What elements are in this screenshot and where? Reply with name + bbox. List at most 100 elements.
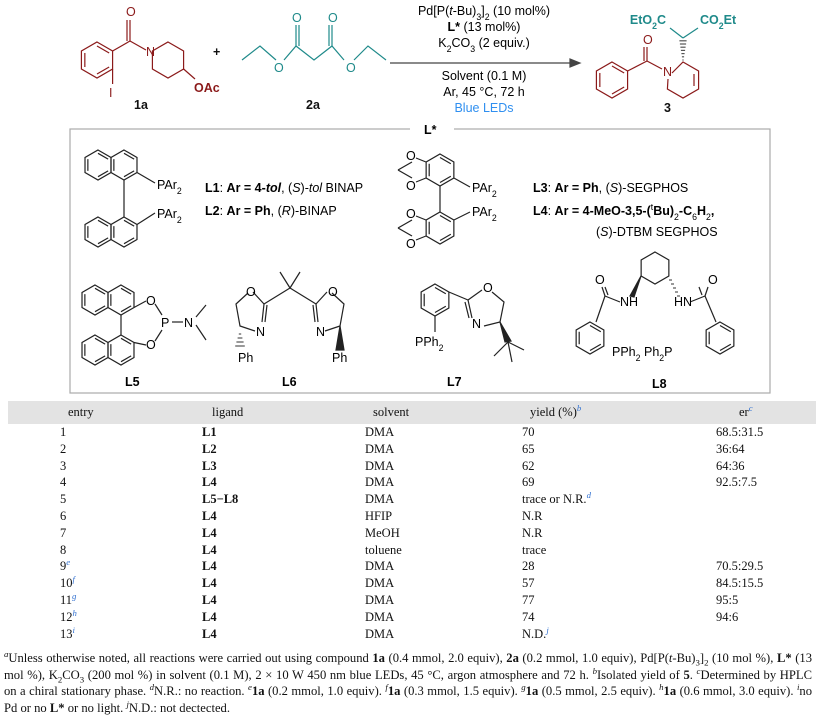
- text-segment: 2: [439, 343, 444, 353]
- ligand-label-l6: L6: [282, 375, 297, 389]
- entry-number: 7: [60, 525, 67, 540]
- atom-i: I: [109, 86, 112, 100]
- entry-number: 2: [60, 441, 67, 456]
- cell-er: 64:36: [716, 458, 745, 473]
- bond: [704, 295, 717, 323]
- benzene-ring: [420, 283, 450, 317]
- atom-o: O: [643, 33, 653, 47]
- text-segment: 2: [177, 215, 182, 225]
- text-segment: t: [651, 202, 654, 212]
- bond: [289, 287, 317, 305]
- cell-er: 94:6: [716, 609, 739, 624]
- cell-yield: trace: [522, 543, 546, 558]
- text-segment: Solvent (0.1 M): [442, 69, 527, 83]
- atom-o: O: [595, 273, 605, 287]
- naphthalene-ring: [107, 284, 135, 316]
- text-segment: L2: [205, 204, 220, 218]
- atom-o: O: [246, 285, 256, 299]
- entry-number: 3: [60, 458, 67, 473]
- benzene-ring: [425, 153, 455, 187]
- double-bond: [94, 337, 106, 345]
- cell-yield: 74: [522, 610, 535, 625]
- bond: [154, 303, 163, 316]
- table-header: entry ligand solvent yield (%)b erc: [8, 401, 816, 424]
- yield-value: 57: [522, 576, 535, 591]
- ligand-l4-description: L4: Ar = 4-MeO-3,5-(tBu)2-C6H2,: [533, 202, 714, 222]
- nh-label: NH: [620, 295, 638, 309]
- text-segment: (13 mol%): [460, 20, 520, 34]
- cell-solvent: toluene: [365, 542, 402, 557]
- text-segment: 2: [57, 674, 63, 685]
- bond: [195, 324, 207, 341]
- atom-p: P: [161, 316, 169, 330]
- cell-ligand: L1: [202, 425, 217, 439]
- text-segment: Et: [724, 13, 737, 27]
- text-segment: 3: [695, 657, 700, 668]
- bond: [627, 60, 648, 72]
- text-segment: S: [610, 181, 619, 195]
- cell-entry: 10f: [60, 574, 75, 591]
- par2-label: PAr2: [472, 205, 497, 223]
- bond: [698, 286, 703, 296]
- conditions: Pd[P(t-Bu)3]2 (10 mol%) L* (13 mol%) K2C…: [418, 4, 550, 115]
- atom-oac: OAc: [194, 81, 220, 95]
- text-segment: L1: [205, 181, 220, 195]
- text-segment: 1a: [525, 684, 539, 698]
- cell-ligand: L4: [202, 508, 217, 523]
- text-segment: PPh: [612, 345, 636, 359]
- text-segment: 1a: [663, 684, 677, 698]
- benzene-ring: [425, 211, 455, 245]
- text-segment: 2: [659, 353, 664, 363]
- double-bond: [434, 287, 447, 295]
- bond: [415, 235, 427, 241]
- bond: [682, 27, 699, 39]
- text-segment: (0.4 mmol, 2.0 equiv),: [384, 651, 507, 665]
- text-segment: 1a: [372, 651, 385, 665]
- bond: [112, 40, 131, 52]
- text-segment: N.D.: not dectected.: [128, 700, 230, 715]
- text-segment: 1a: [387, 684, 401, 698]
- header-yield-text: yield (%): [530, 405, 577, 419]
- text-segment: t: [449, 4, 453, 18]
- header-er-text: er: [739, 405, 749, 419]
- text-segment: PAr: [157, 178, 177, 192]
- bond: [669, 27, 684, 39]
- double-bond: [96, 66, 110, 75]
- bond: [595, 295, 606, 323]
- text-segment: (0.3 mmol, 1.5 equiv).: [400, 684, 522, 698]
- text-segment: ]: [481, 4, 484, 18]
- double-bond: [97, 170, 109, 178]
- text-segment: 2: [636, 353, 641, 363]
- text-segment: f: [385, 681, 388, 692]
- chain: [235, 292, 256, 332]
- text-segment: a: [4, 648, 9, 659]
- text-segment: e: [248, 681, 252, 692]
- text-segment: j: [126, 698, 129, 709]
- text-segment: K: [438, 36, 447, 50]
- yield-value: 74: [522, 609, 535, 624]
- text-segment: -C: [679, 204, 692, 218]
- cell-solvent: DMA: [365, 559, 395, 574]
- text-segment: Bu): [653, 204, 674, 218]
- footnote-marker: f: [72, 574, 75, 585]
- bond: [397, 219, 413, 229]
- cell-er: 36:64: [716, 441, 745, 456]
- double-bond: [123, 219, 135, 227]
- text-segment: ,: [711, 204, 714, 218]
- text-segment: 2: [177, 186, 182, 196]
- text-segment: H: [697, 204, 706, 218]
- yield-value: 28: [522, 559, 535, 574]
- text-segment: 2: [674, 212, 679, 222]
- double-bond: [439, 215, 452, 223]
- ester-right: CO2Et: [700, 13, 737, 31]
- cell-yield: 57: [522, 576, 535, 591]
- atom-o: O: [406, 149, 416, 163]
- bond: [397, 227, 413, 237]
- double-bond: [589, 325, 602, 333]
- naphthalene-ring: [107, 334, 135, 366]
- text-segment: 2: [706, 212, 711, 222]
